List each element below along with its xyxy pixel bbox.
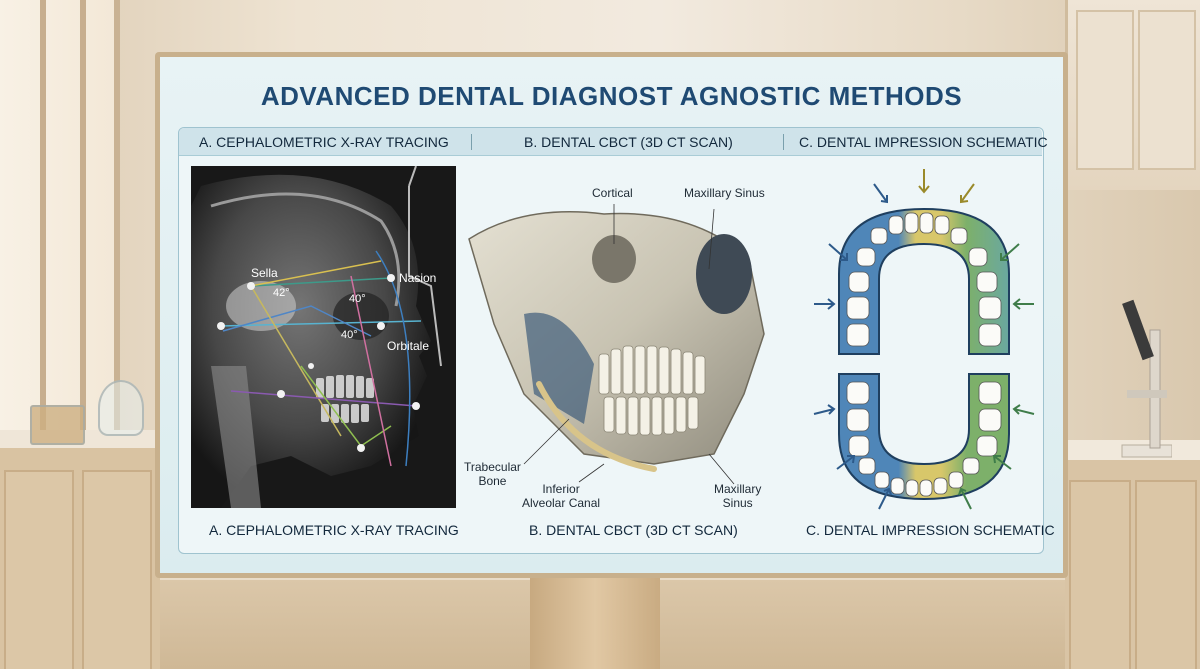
flask-icon	[98, 380, 144, 436]
window	[0, 0, 120, 440]
xray-label-orbitale: Orbitale	[387, 339, 429, 353]
arrow-icon	[828, 243, 848, 261]
arrow-icon	[836, 455, 856, 470]
cbct-label-inferior-line2: Alveolar Canal	[522, 496, 601, 510]
header-divider	[783, 134, 784, 150]
cbct-scan-image: Cortical Maxillary Sinus Trabecular Bone…	[464, 164, 784, 514]
section-header-bar: A. CEPHALOMETRIC X-RAY TRACING B. DENTAL…	[179, 128, 1048, 156]
lower-arch	[838, 373, 1010, 501]
test-tube-rack-icon	[30, 405, 85, 445]
microscope-icon	[1121, 299, 1172, 458]
content-frame: A. CEPHALOMETRIC X-RAY TRACING B. DENTAL…	[178, 127, 1055, 554]
xray-label-nasion: Nasion	[399, 271, 436, 285]
cbct-label-maxillary-top: Maxillary Sinus	[684, 186, 765, 200]
arrow-icon	[1000, 243, 1020, 261]
caption-cbct: B. DENTAL CBCT (3D CT SCAN)	[529, 522, 738, 538]
xray-angle-lower: 40°	[341, 329, 358, 341]
cbct-label-maxillary-line2: Sinus	[722, 496, 753, 510]
cbct-label-trabecular-line2: Bone	[478, 474, 507, 488]
cbct-label-trabecular-line1: Trabecular	[464, 460, 521, 474]
header-cbct: B. DENTAL CBCT (3D CT SCAN)	[524, 134, 733, 150]
arrow-icon	[813, 404, 836, 415]
arrow-icon	[992, 455, 1012, 470]
cbct-label-maxillary-line1: Maxillary	[714, 482, 762, 496]
xray-label-sella: Sella	[251, 266, 278, 280]
upper-arch	[838, 207, 1010, 355]
arrow-icon	[873, 183, 888, 204]
screen: ADVANCED DENTAL DIAGNOST AGNOSTIC METHOD…	[160, 57, 1063, 573]
right-counter	[1065, 440, 1200, 669]
header-divider	[471, 134, 472, 150]
page-title: ADVANCED DENTAL DIAGNOST AGNOSTIC METHOD…	[260, 81, 963, 111]
arrow-icon	[958, 487, 972, 510]
xray-angle-sella: 42°	[273, 287, 290, 299]
xray-angle-upper: 40°	[349, 293, 366, 305]
upper-cabinet	[1065, 0, 1200, 190]
arrow-icons	[813, 169, 1035, 510]
arrow-icon	[1012, 404, 1035, 415]
cbct-label-inferior: Inferior Alveolar Canal	[522, 482, 600, 510]
cbct-label-inferior-line1: Inferior	[542, 482, 580, 496]
arrow-icon	[960, 183, 975, 204]
cbct-label-maxillary-bottom: Maxillary Sinus	[714, 482, 761, 510]
cbct-label-cortical: Cortical	[592, 186, 633, 200]
left-counter	[0, 430, 160, 669]
dental-impression-schematic	[813, 169, 1035, 510]
arrow-icon	[918, 169, 930, 194]
header-impression: C. DENTAL IMPRESSION SCHEMATIC	[799, 134, 1048, 150]
arrow-icon	[814, 298, 836, 310]
cbct-label-trabecular: Trabecular Bone	[464, 460, 521, 488]
arrow-icon	[878, 487, 892, 510]
caption-cephalometric: A. CEPHALOMETRIC X-RAY TRACING	[209, 522, 459, 538]
arrow-icon	[1012, 298, 1034, 310]
display-monitor: ADVANCED DENTAL DIAGNOST AGNOSTIC METHOD…	[155, 52, 1068, 578]
header-cephalometric: A. CEPHALOMETRIC X-RAY TRACING	[199, 134, 449, 150]
caption-impression: C. DENTAL IMPRESSION SCHEMATIC	[806, 522, 1055, 538]
cephalometric-xray-image: Sella Nasion Orbitale 42° 40° 40°	[191, 166, 456, 508]
monitor-stand	[530, 575, 660, 669]
